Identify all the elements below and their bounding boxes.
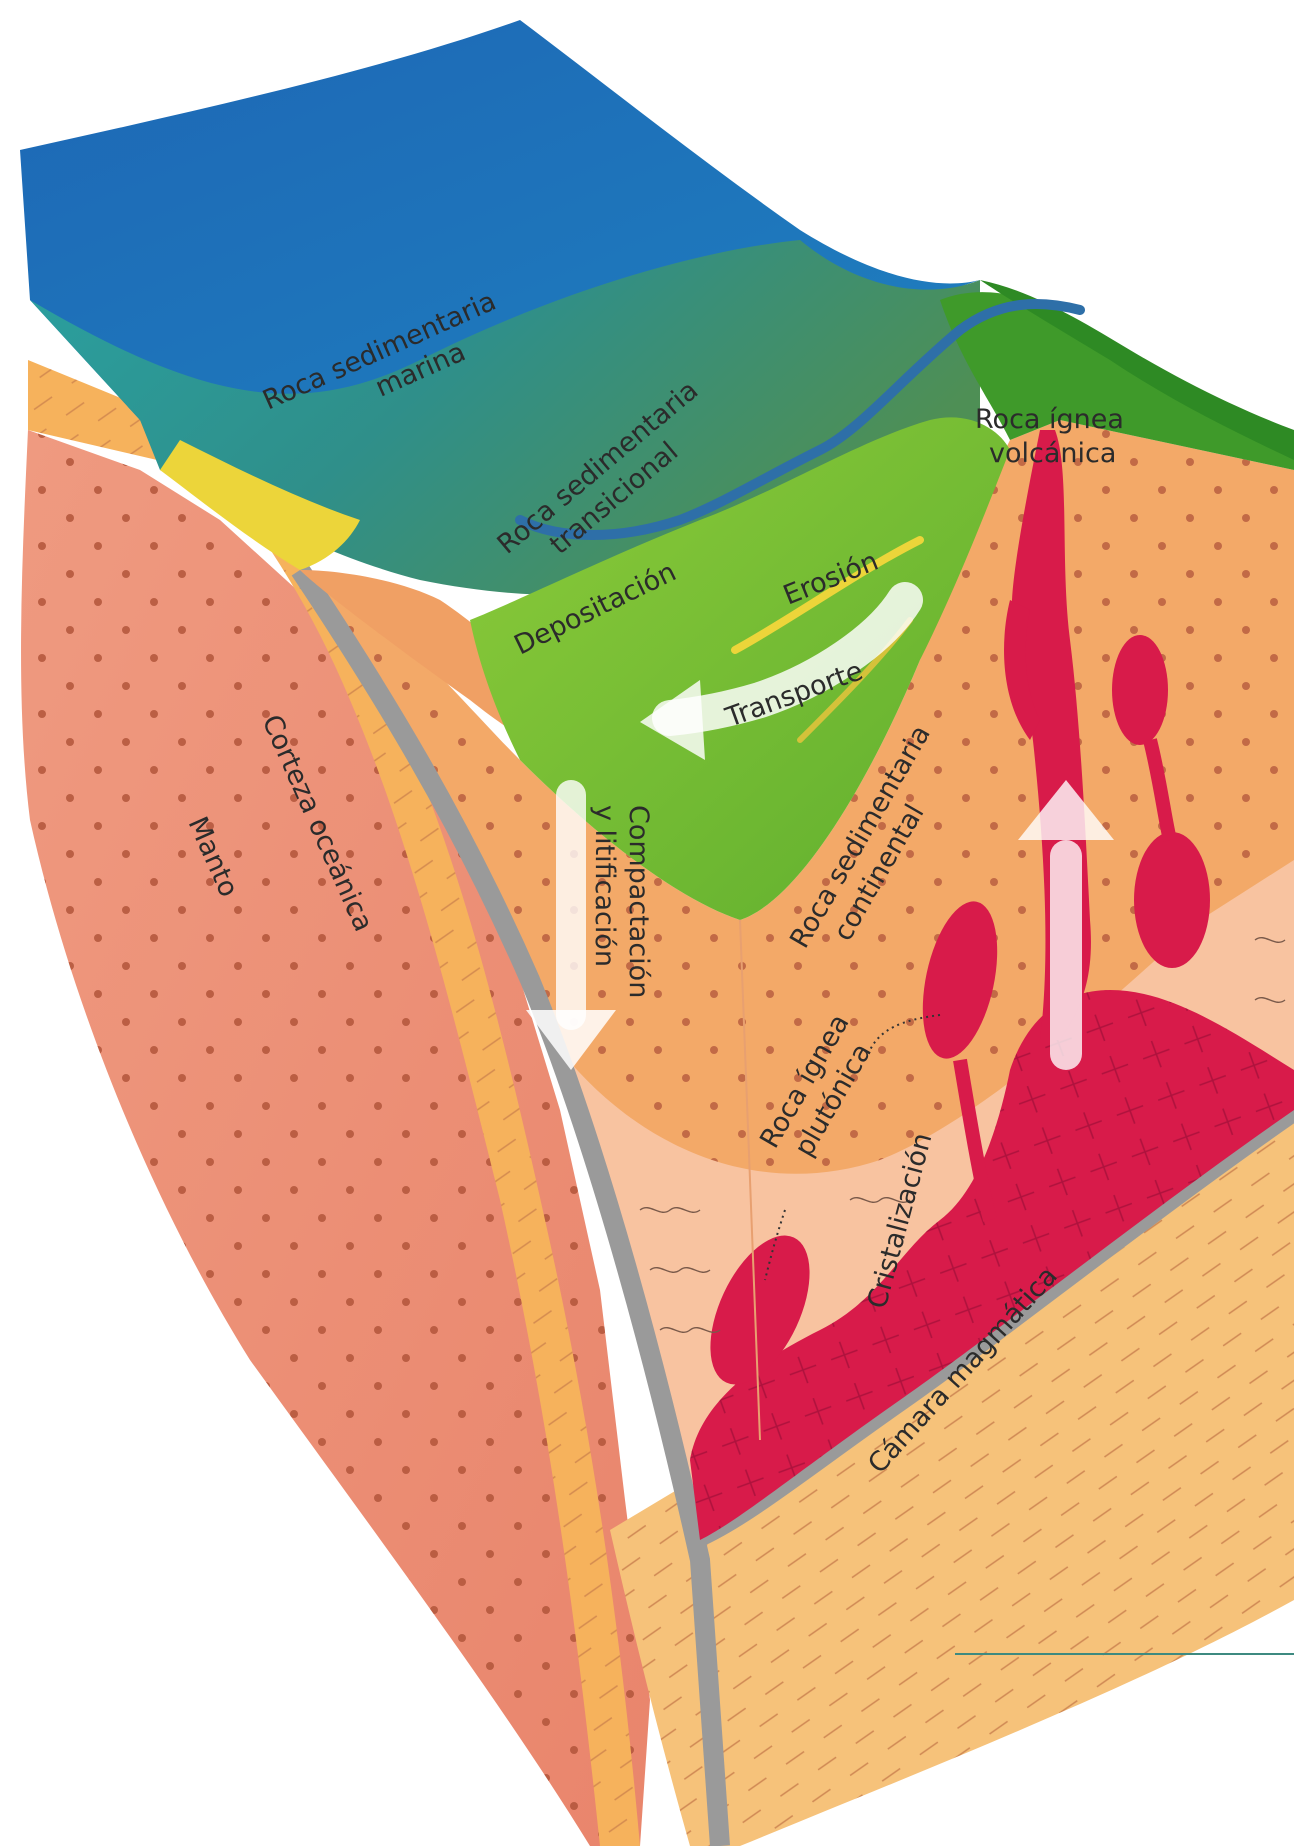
- pluton-right: [1134, 832, 1210, 968]
- pluton-upper: [1112, 635, 1168, 745]
